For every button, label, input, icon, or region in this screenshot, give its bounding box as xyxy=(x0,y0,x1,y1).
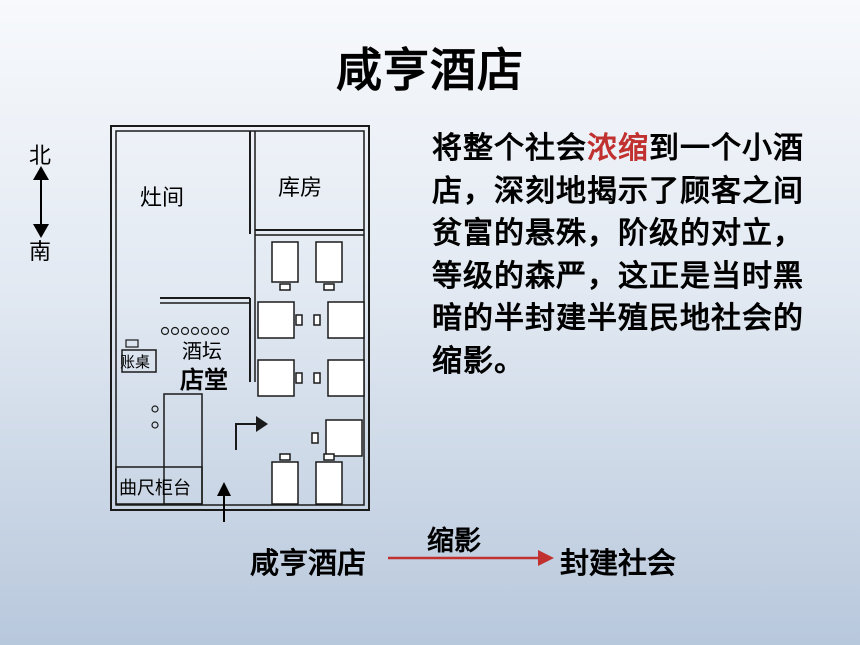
tables-group xyxy=(257,241,365,505)
north-south-arrow-icon xyxy=(33,166,49,238)
compass-north: 北 xyxy=(29,144,52,169)
relation-arrow-label: 缩影 xyxy=(427,526,481,557)
storeroom-label: 库房 xyxy=(278,176,323,201)
counter-label: 曲尺柜台 xyxy=(119,478,191,499)
red-arrow-icon xyxy=(388,550,554,566)
compass: 北 南 xyxy=(22,138,62,268)
page-title: 咸亨酒店 xyxy=(336,43,524,97)
floor-plan: 灶间 库房 酒坛 店堂 账桌 曲尺柜台 xyxy=(108,122,373,522)
paragraph-after: 到一个小酒店，深刻地揭示了顾客之间贫富的悬殊，阶级的对立，等级的森严，这正是当时… xyxy=(432,131,804,379)
relation-target: 封建社会 xyxy=(560,546,677,580)
compass-south: 南 xyxy=(29,240,52,265)
hall-label: 店堂 xyxy=(180,365,228,394)
entrance-arrow-icon xyxy=(217,482,231,522)
paragraph-highlight: 浓缩 xyxy=(587,131,649,166)
paragraph-before: 将整个社会 xyxy=(432,131,587,166)
wine-jars-label: 酒坛 xyxy=(182,339,222,363)
description-paragraph: 将整个社会浓缩到一个小酒店，深刻地揭示了顾客之间贫富的悬殊，阶级的对立，等级的森… xyxy=(432,128,822,383)
floor-plan-walls xyxy=(110,125,370,522)
account-table-label: 账桌 xyxy=(120,353,151,371)
kitchen-label: 灶间 xyxy=(140,186,185,211)
relation-source: 咸亨酒店 xyxy=(250,546,367,580)
